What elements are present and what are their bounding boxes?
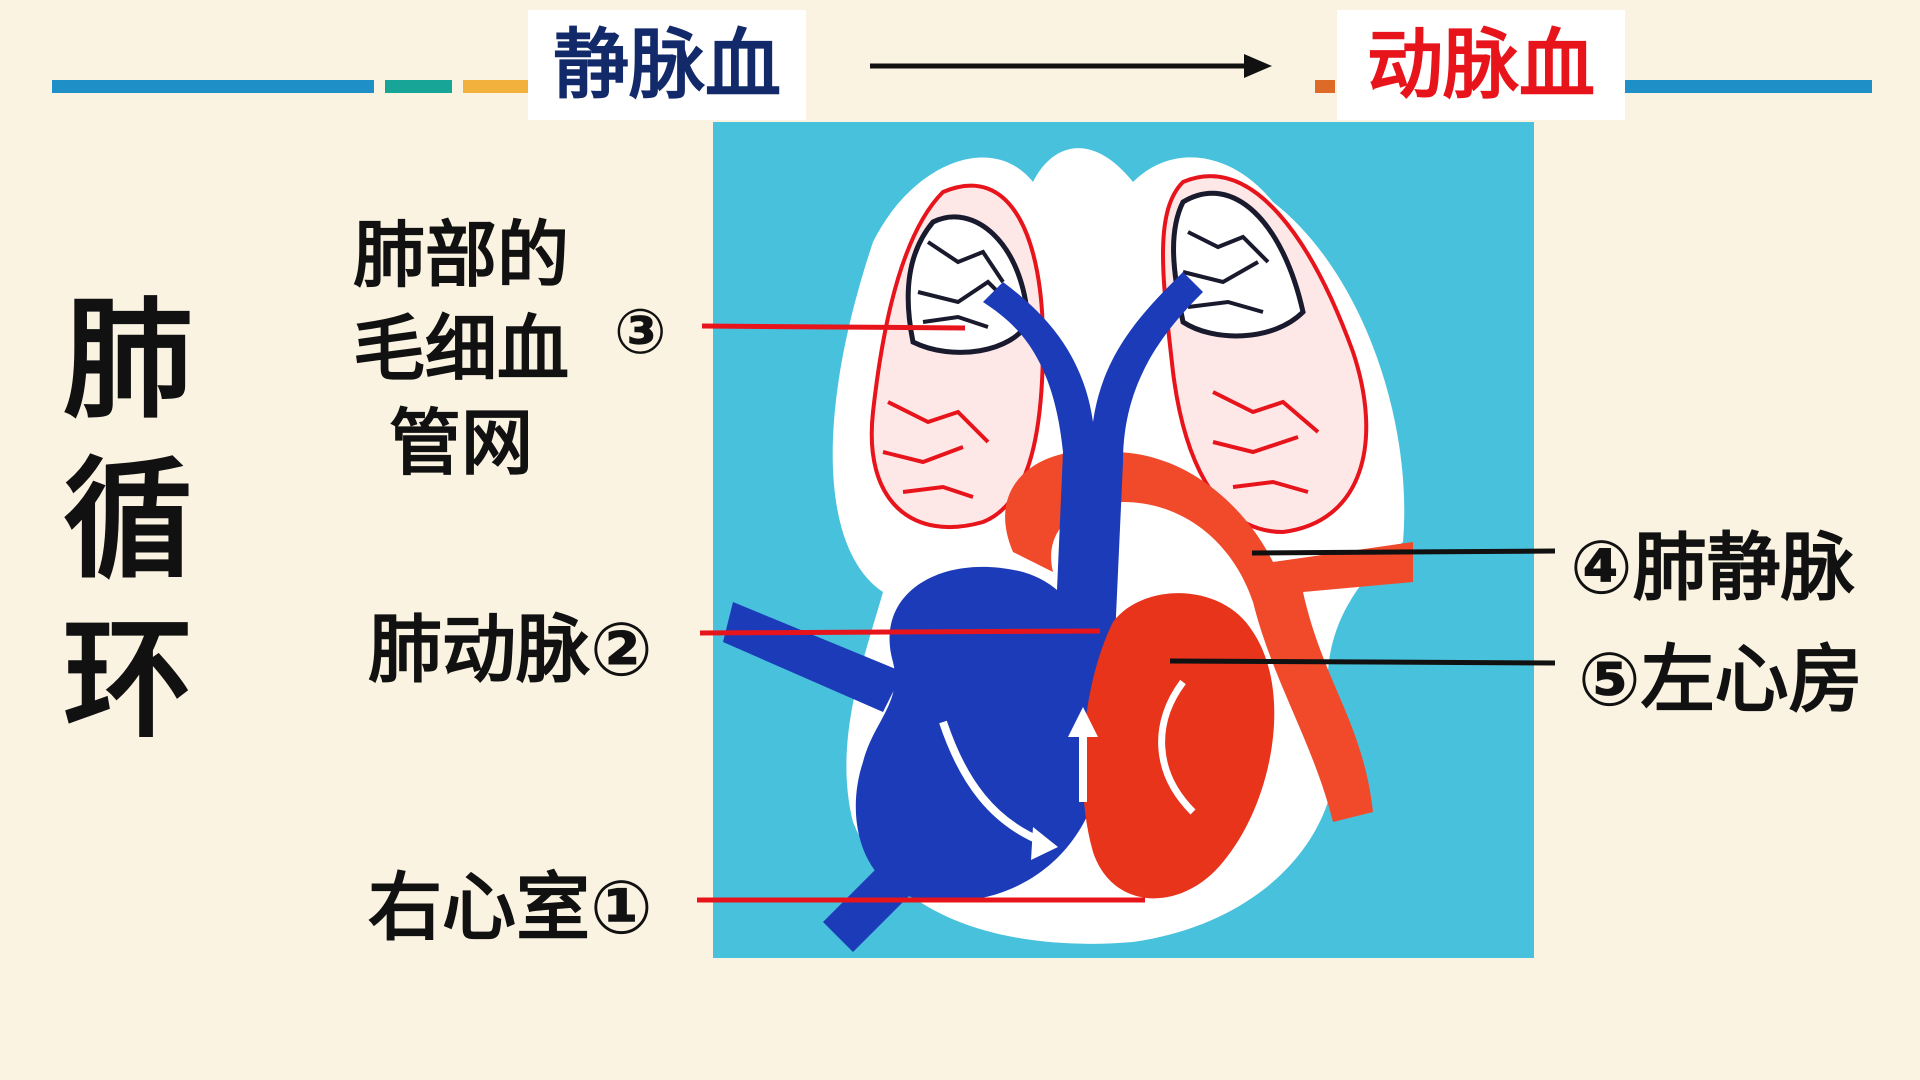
vertical-title-char: 环 <box>62 604 193 756</box>
vena-cava-lower <box>823 832 943 952</box>
transition-arrow-icon <box>870 54 1272 78</box>
right-capillary-mesh <box>1182 230 1270 314</box>
capillary-number-label: ③ <box>614 295 667 368</box>
capillary-label-line: 肺部的 <box>352 213 569 297</box>
top-bar-teal <box>385 80 452 93</box>
heart-lung-diagram <box>713 122 1534 958</box>
flow-arrow-right <box>939 720 1045 846</box>
left-atrium-label: ⑤左心房 <box>1578 637 1863 723</box>
capillary-label-line: 管网 <box>388 401 533 485</box>
pulmonary-vein-label: ④肺静脉 <box>1570 525 1855 611</box>
venous-blood-title: 静脉血 <box>528 10 806 120</box>
top-bar-orange <box>463 80 533 93</box>
aorta-arch <box>1005 450 1413 822</box>
arterial-blood-title: 动脉血 <box>1337 10 1625 120</box>
right-capillary-mesh-arterial <box>1212 390 1320 494</box>
pulmonary-artery-trunk <box>983 272 1203 682</box>
right-lung-capillaries-venous <box>1171 190 1306 339</box>
top-bar-blue-left <box>52 80 374 93</box>
top-bar-orange-small <box>1315 80 1335 93</box>
capillary-label-line: 毛细血 <box>352 307 569 391</box>
left-heart-shape <box>1082 593 1275 899</box>
right-ventricle-label: 右心室① <box>368 865 653 951</box>
flow-arrowhead-right <box>1031 827 1058 860</box>
left-capillary-mesh-arterial <box>882 400 990 499</box>
pulmonary-artery-label: 肺动脉② <box>368 607 653 693</box>
flow-arrowhead-up <box>1068 707 1098 737</box>
pulmonary-circulation-title: 肺 循 环 <box>58 280 198 760</box>
vertical-title-char: 循 <box>62 444 193 596</box>
capillary-network-label: 肺部的 毛细血 管网 <box>336 208 586 490</box>
flow-arrow-left-heart <box>1158 679 1196 815</box>
vertical-title-char: 肺 <box>62 284 193 436</box>
top-bar-blue-right <box>1625 80 1872 93</box>
right-ventricle-shape <box>855 566 1106 902</box>
